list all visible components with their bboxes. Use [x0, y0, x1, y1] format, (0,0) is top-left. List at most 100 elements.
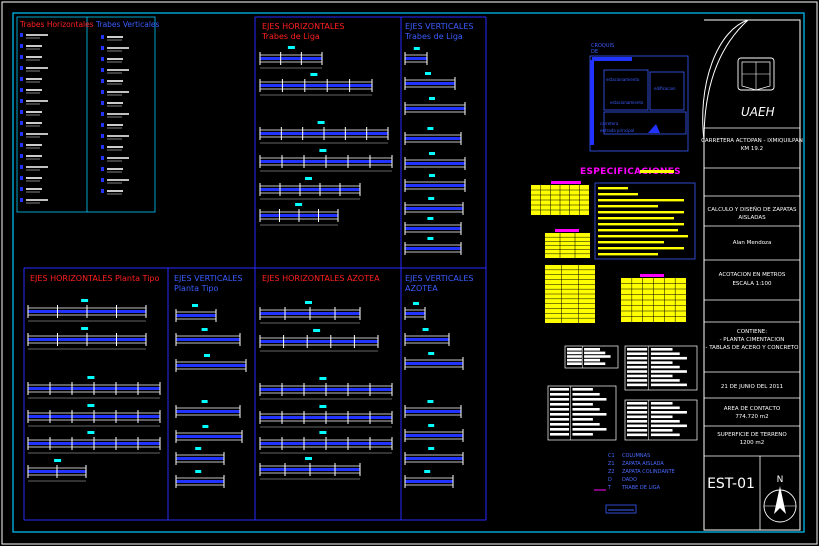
table-a-val	[584, 355, 611, 358]
row-marker	[101, 68, 104, 72]
legend-text: ZAPATA COLINDANTE	[622, 469, 675, 475]
mid-horizontal-title: EJES HORIZONTALES Planta Tipo	[30, 274, 159, 283]
beam-body	[176, 338, 240, 341]
beam-body	[176, 410, 240, 413]
spec-line	[598, 187, 628, 190]
row-marker	[101, 79, 104, 83]
beam-body	[405, 207, 463, 210]
row-marker	[20, 187, 23, 191]
beam-body	[405, 410, 461, 413]
azotea-vertical-title: EJES VERTICALES	[405, 274, 474, 283]
north-arrow-icon: N	[763, 475, 797, 523]
table-a-val	[584, 351, 606, 355]
spec-lines	[598, 170, 688, 256]
table-d-val	[650, 415, 673, 419]
table-b-key	[627, 383, 648, 387]
row-marker	[101, 57, 104, 61]
left-reinforcement-tables: Trabes Horizontales Trabes Verticales	[16, 16, 160, 213]
beam-tag	[429, 97, 435, 100]
spec-line	[598, 253, 658, 256]
table-d-key	[627, 420, 648, 423]
table-d-val	[650, 402, 673, 405]
beam-body	[176, 435, 242, 438]
table-c-val	[572, 413, 607, 416]
table-b-val	[650, 370, 687, 373]
author-name: Alan Mendoza	[733, 240, 772, 246]
table-b-val	[650, 365, 680, 369]
beam-tag	[413, 302, 419, 305]
beam-tag	[427, 217, 434, 220]
azotea-horizontal-title: EJES HORIZONTALES AZOTEA	[262, 274, 380, 283]
beam-tag	[422, 328, 429, 331]
row-marker	[20, 44, 23, 48]
specs-title: ESPECIFICACIONES	[580, 167, 681, 177]
yellow-tables	[531, 181, 686, 323]
beam-body	[176, 314, 216, 317]
left-table-rows	[20, 33, 129, 204]
table-b-key	[627, 365, 648, 369]
beam-body	[405, 362, 463, 365]
table-a-val	[584, 358, 600, 362]
table-b-key	[627, 352, 648, 356]
land-area-label: SUPERFICIE DE TERRENO	[717, 432, 787, 438]
table-a-key	[567, 362, 582, 365]
table-c-val	[572, 388, 593, 391]
sketch-label-building: edificacion	[654, 86, 676, 91]
table-c-val	[572, 433, 593, 436]
spec-line	[598, 217, 674, 220]
legend-code: Z1	[608, 461, 615, 467]
beam-body	[405, 434, 463, 437]
beam-tag	[81, 299, 89, 302]
beam-body	[176, 364, 246, 367]
beam-body	[405, 107, 465, 110]
beam-tag	[429, 174, 435, 177]
legend-scale-bar	[605, 504, 637, 514]
table-d-key	[627, 402, 648, 405]
beam-body	[405, 480, 453, 483]
row-marker	[20, 99, 23, 103]
row-marker	[101, 134, 104, 138]
beam-body	[260, 188, 360, 191]
beam-body	[405, 312, 425, 315]
drawing-title-1: CALCULO Y DISEÑO DE ZAPATAS	[707, 206, 797, 213]
crest-shield-icon	[741, 61, 771, 91]
table-c-val	[572, 418, 593, 421]
row-marker	[101, 46, 104, 50]
left-tables-border	[16, 16, 156, 213]
beam-tag	[428, 447, 435, 450]
spec-line	[598, 229, 678, 232]
beam-body	[176, 457, 224, 460]
drawing-title-2: AISLADAS	[738, 215, 766, 221]
table-d-border	[624, 399, 698, 441]
table-a-key	[567, 348, 582, 351]
spec-underline	[640, 170, 674, 173]
row-marker	[101, 112, 104, 116]
table-b-key	[627, 348, 648, 351]
spec-line	[598, 241, 664, 244]
row-marker	[20, 55, 23, 59]
row-marker	[20, 143, 23, 147]
beam-tag	[427, 127, 434, 130]
table-d-key	[627, 411, 648, 414]
beam-tag	[87, 431, 95, 434]
table-d-key	[627, 424, 648, 428]
table-c-val	[572, 403, 593, 406]
table-b-val	[650, 356, 687, 360]
table-a-key	[567, 355, 582, 358]
logo-text: UAEH	[741, 105, 775, 119]
specs-block	[594, 170, 696, 260]
location-sketch: CROQUIS DE estacionamiento estacionamien…	[589, 43, 689, 152]
white-tables	[547, 345, 698, 441]
table-a-val	[584, 348, 600, 351]
beam-tag	[87, 404, 95, 407]
specs-text-box	[594, 182, 696, 260]
sketch-title-2: DE	[591, 49, 598, 55]
table-d-key	[627, 433, 648, 437]
beam-body	[405, 82, 455, 85]
beam-tag	[204, 354, 210, 357]
contents-line-1: CONTIENE:	[737, 329, 767, 335]
row-marker	[101, 90, 104, 94]
beam-body	[405, 137, 461, 140]
